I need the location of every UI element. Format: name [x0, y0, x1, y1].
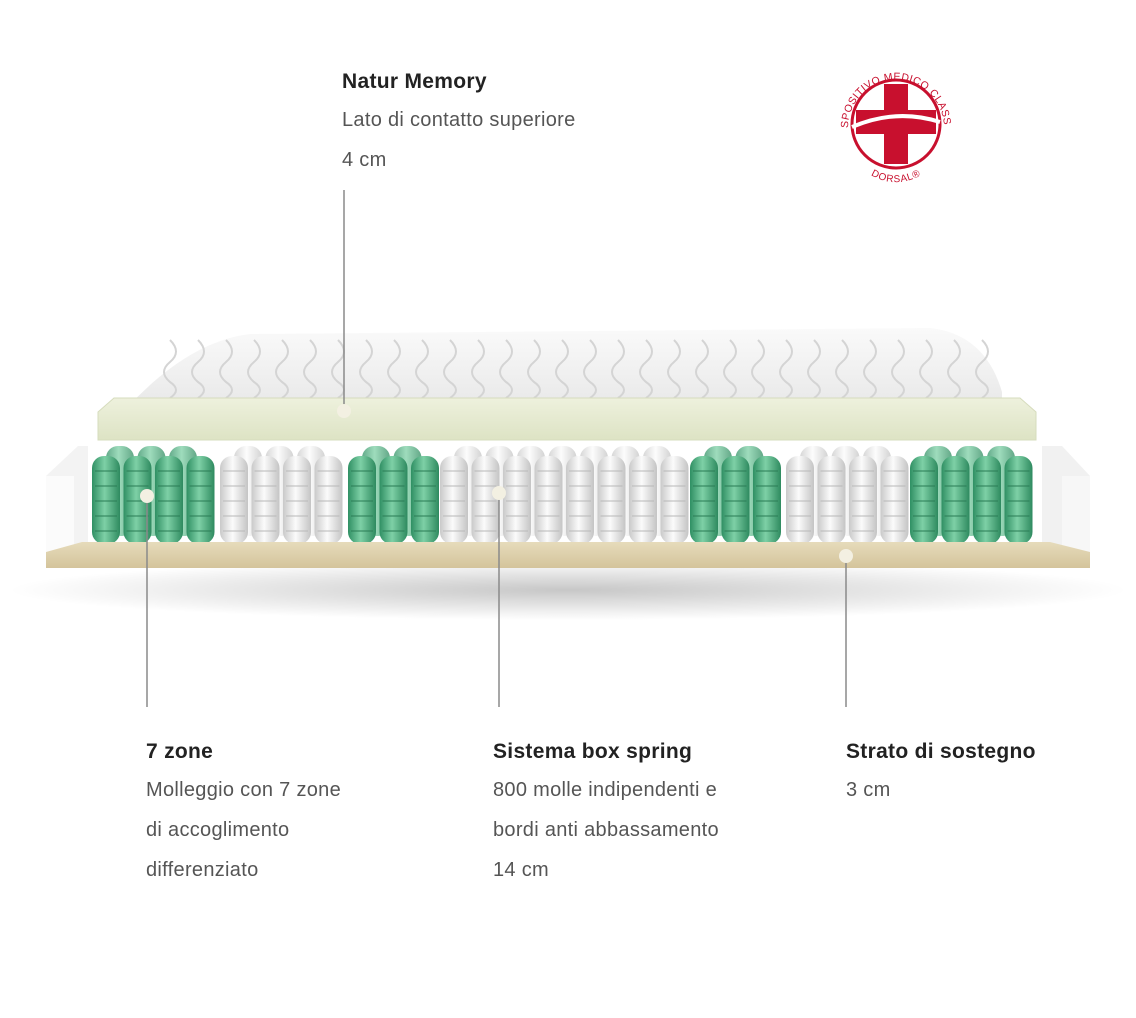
green-spring [721, 456, 750, 544]
quilt-stitch [947, 339, 961, 399]
green-spring [1004, 456, 1033, 544]
quilt-stitch [835, 339, 849, 399]
green-spring [690, 456, 718, 544]
white-spring [503, 456, 531, 544]
white-spring [471, 456, 500, 544]
quilt-stitch [891, 339, 905, 399]
green-spring [155, 456, 183, 544]
callout-line: 14 cm [493, 859, 549, 881]
svg-text:DORSAL®: DORSAL® [869, 168, 922, 185]
quilt-stitch [723, 339, 737, 399]
quilt-stitch [919, 339, 933, 399]
green-spring [941, 456, 970, 544]
quilt-stitch [527, 339, 541, 399]
quilt-stitch [163, 339, 177, 399]
quilt-stitch [303, 339, 317, 399]
quilt-stitch [387, 339, 401, 399]
quilt-stitch [667, 339, 681, 399]
green-spring [123, 456, 152, 544]
green-spring [348, 456, 376, 544]
callout-natur-memory: Natur Memory Lato di contatto superiore … [342, 70, 576, 190]
quilt-stitch [191, 339, 205, 399]
white-spring [251, 456, 280, 544]
callout-line: bordi anti abbassamento [493, 819, 719, 841]
quilt-stitch [247, 339, 261, 399]
quilt-stitch [555, 339, 569, 399]
quilt-stitch [471, 339, 485, 399]
quilted-cover [130, 328, 1002, 404]
white-spring [440, 456, 468, 544]
pocket-springs [92, 446, 1033, 544]
side-frame [46, 446, 1090, 552]
white-spring [566, 456, 594, 544]
quilt-stitch [639, 339, 653, 399]
callout-7-zone: 7 zone Molleggio con 7 zone di accoglime… [146, 740, 341, 900]
callout-title: Strato di sostegno [846, 740, 1036, 763]
marker-dot-springs [492, 486, 506, 500]
callout-title: 7 zone [146, 740, 214, 763]
memory-foam-layer [97, 397, 1037, 441]
marker-dot-top [337, 404, 351, 418]
white-spring [220, 456, 248, 544]
callout-box-spring: Sistema box spring 800 molle indipendent… [493, 740, 719, 900]
callout-line: di accoglimento [146, 819, 290, 841]
callout-line: 800 molle indipendenti e [493, 779, 718, 801]
white-spring [880, 456, 909, 544]
quilt-stitch [415, 339, 429, 399]
quilt-stitch [975, 339, 989, 399]
white-spring [786, 456, 814, 544]
callout-line: differenziato [146, 859, 259, 881]
green-spring [910, 456, 938, 544]
white-spring [817, 456, 846, 544]
callout-title: Sistema box spring [493, 740, 693, 763]
quilt-stitch [807, 339, 821, 399]
callout-line: 4 cm [342, 149, 387, 171]
quilt-stitch [583, 339, 597, 399]
white-spring [660, 456, 689, 544]
white-spring [314, 456, 343, 544]
quilt-stitch [779, 339, 793, 399]
callout-strato-sostegno: Strato di sostegno 3 cm [846, 740, 1036, 820]
quilt-stitch [359, 339, 373, 399]
base-layer [46, 542, 1090, 568]
green-spring [973, 456, 1001, 544]
callout-title: Natur Memory [342, 70, 487, 93]
quilt-stitch [863, 339, 877, 399]
quilt-stitch [751, 339, 765, 399]
quilt-stitch [695, 339, 709, 399]
badge-brand: DORSAL® [869, 168, 922, 185]
green-spring [379, 456, 408, 544]
callout-line: Molleggio con 7 zone [146, 779, 342, 801]
white-spring [283, 456, 311, 544]
green-spring [92, 456, 120, 544]
green-spring [186, 456, 215, 544]
quilt-stitch [443, 339, 457, 399]
quilt-stitch [611, 339, 625, 399]
callout-line: 3 cm [846, 779, 891, 801]
quilt-stitch [275, 339, 289, 399]
marker-dot-base [839, 549, 853, 563]
white-spring [629, 456, 657, 544]
green-spring [753, 456, 781, 544]
quilt-stitch [219, 339, 233, 399]
white-spring [534, 456, 563, 544]
green-spring [411, 456, 439, 544]
marker-dot-zones [140, 489, 154, 503]
callout-line: Lato di contatto superiore [342, 109, 576, 131]
mattress-shadow [8, 560, 1128, 620]
white-spring [849, 456, 877, 544]
white-spring [597, 456, 626, 544]
quilt-stitch [499, 339, 513, 399]
